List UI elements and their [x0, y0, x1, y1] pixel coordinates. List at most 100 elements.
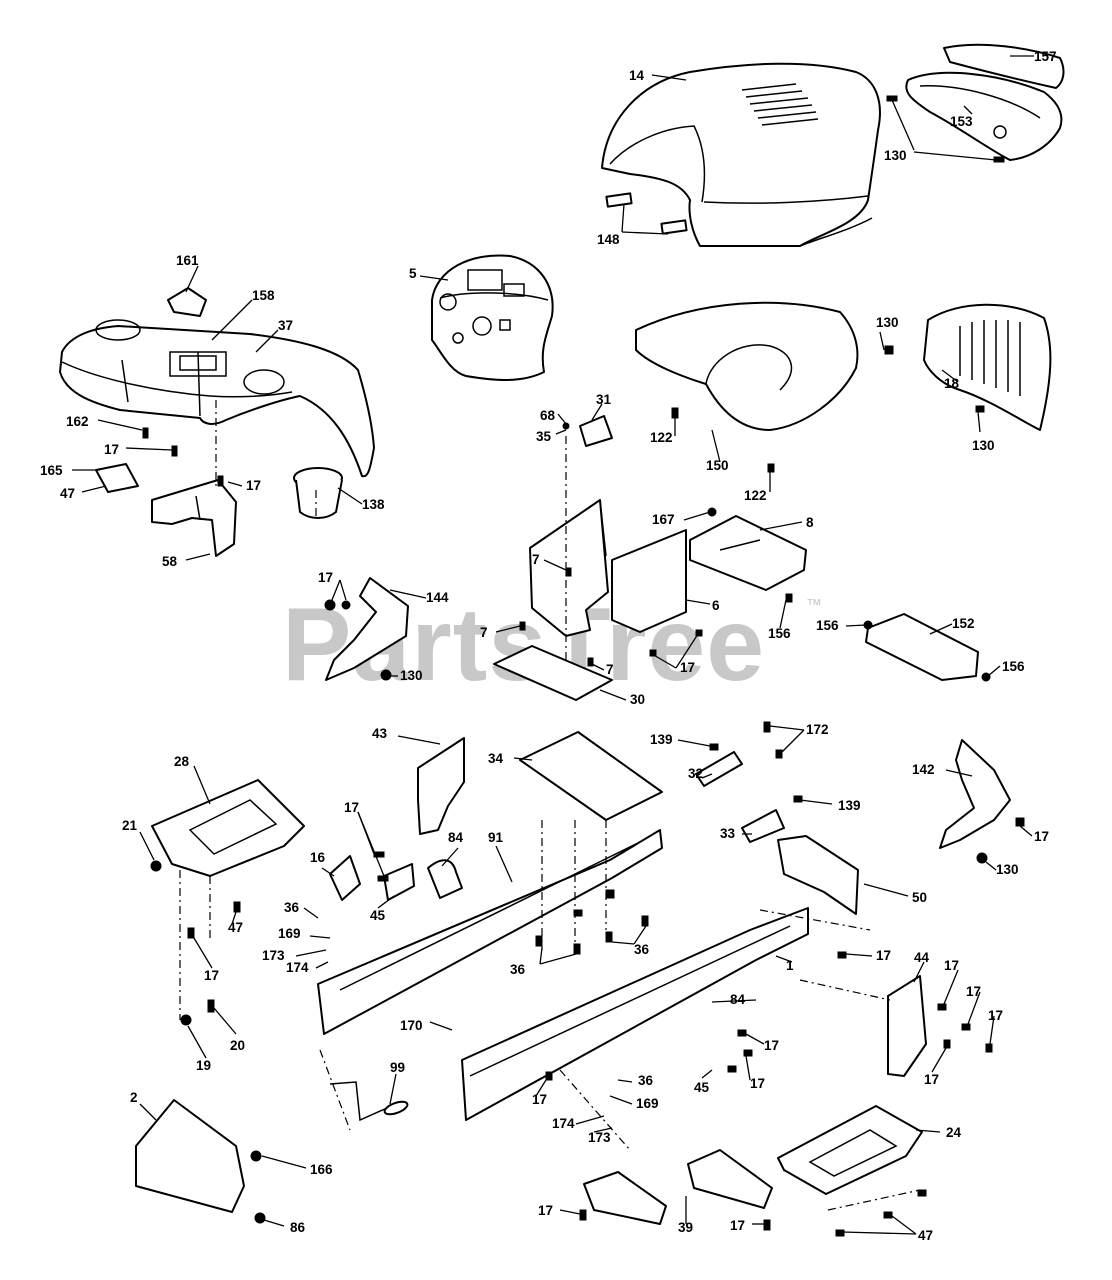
callout-label: 45	[694, 1080, 710, 1095]
callout-label: 153	[950, 114, 973, 129]
callout-label: 47	[228, 920, 243, 935]
part-bracket-33	[741, 809, 785, 843]
part-bracket-44	[887, 975, 927, 1077]
callout-label: 28	[174, 754, 190, 769]
callout-label: 36	[284, 900, 300, 915]
callout-label: 165	[40, 463, 63, 478]
part-bracket-142	[939, 739, 1011, 849]
callout-label: 17	[944, 958, 959, 973]
callout-label: 173	[588, 1130, 611, 1145]
callout-label: 68	[540, 408, 556, 423]
part-bracket-32	[695, 751, 743, 787]
callout-label: 156	[816, 618, 839, 633]
part-bracket-165	[95, 463, 139, 493]
callout-label: 30	[630, 692, 645, 707]
callout-label: 84	[448, 830, 464, 845]
callout-label: 17	[988, 1008, 1003, 1023]
assembly-lines	[179, 400, 921, 1211]
callout-label: 174	[552, 1116, 575, 1131]
callout-label: 17	[318, 570, 333, 585]
callout-label: 32	[688, 766, 703, 781]
callout-label: 156	[768, 626, 791, 641]
part-hood	[601, 62, 881, 247]
callout-label: 34	[488, 751, 504, 766]
callout-label: 99	[390, 1060, 405, 1075]
callout-label: 18	[944, 376, 960, 391]
callout-label: 169	[636, 1096, 659, 1111]
hardware-fasteners	[142, 95, 1025, 1237]
callout-label: 174	[286, 960, 309, 975]
callout-label: 36	[634, 942, 650, 957]
callout-label: 162	[66, 414, 89, 429]
callout-label: 122	[744, 488, 767, 503]
part-bracket-43	[417, 737, 465, 835]
callout-label: 152	[952, 616, 975, 631]
callout-label: 16	[310, 850, 326, 865]
callout-label: 142	[912, 762, 935, 777]
part-plate-34	[519, 731, 663, 821]
part-plate-2	[135, 1099, 245, 1213]
callout-label: 17	[750, 1076, 765, 1091]
callout-label: 6	[712, 598, 720, 613]
callout-label: 20	[230, 1038, 245, 1053]
callout-label: 2	[130, 1090, 138, 1105]
callout-label: 139	[650, 732, 673, 747]
callout-label: 31	[596, 392, 612, 407]
callout-label: 36	[638, 1073, 654, 1088]
callout-label: 173	[262, 948, 285, 963]
part-knob-161	[167, 287, 207, 317]
callout-label: 17	[764, 1038, 779, 1053]
callout-label: 130	[876, 315, 899, 330]
callout-label: 33	[720, 826, 736, 841]
callout-label: 148	[597, 232, 620, 247]
callout-label: 39	[678, 1220, 693, 1235]
callout-label: 130	[996, 862, 1019, 877]
part-floor-plate-30	[493, 645, 613, 701]
part-bracket-50	[777, 835, 859, 915]
callout-label: 44	[914, 950, 930, 965]
callout-label: 37	[278, 318, 293, 333]
callout-label: 17	[876, 948, 891, 963]
callout-label: 43	[372, 726, 388, 741]
part-dashboard	[431, 254, 554, 381]
callout-label: 17	[344, 800, 359, 815]
callout-label: 144	[426, 590, 449, 605]
callout-label: 139	[838, 798, 861, 813]
callout-label: 1	[786, 958, 794, 973]
callout-labels: 14 157 153 130 148 161 5 158 37 130 18 1…	[40, 49, 1057, 1243]
part-bracket-58	[151, 479, 237, 557]
callout-label: 47	[60, 486, 75, 501]
callout-label: 17	[680, 660, 695, 675]
callout-label: 150	[706, 458, 729, 473]
callout-label: 17	[966, 984, 981, 999]
part-console-150	[635, 301, 859, 431]
callout-label: 122	[650, 430, 673, 445]
callout-label: 130	[884, 148, 907, 163]
part-bracket-84a	[427, 859, 463, 899]
callout-label: 161	[176, 253, 199, 268]
callout-label: 8	[806, 515, 814, 530]
callout-label: 45	[370, 908, 386, 923]
callout-label: 7	[532, 552, 540, 567]
callout-label: 17	[532, 1092, 547, 1107]
part-rear-grille	[923, 303, 1052, 431]
callout-label: 24	[946, 1125, 962, 1140]
watermark-trademark: ™	[806, 597, 822, 614]
callout-label: 21	[122, 818, 138, 833]
callout-label: 5	[409, 266, 417, 281]
callout-label: 17	[538, 1203, 553, 1218]
callout-label: 36	[510, 962, 526, 977]
callout-label: 84	[730, 992, 746, 1007]
callout-label: 166	[310, 1162, 333, 1177]
part-frame-right	[461, 907, 809, 1121]
callout-label: 157	[1034, 49, 1057, 64]
callout-label: 170	[400, 1018, 423, 1033]
callout-label: 7	[606, 662, 614, 677]
part-plate-8	[689, 515, 807, 591]
callout-label: 130	[400, 668, 423, 683]
part-lever-99	[329, 1081, 409, 1122]
part-fender	[59, 319, 375, 478]
callout-label: 58	[162, 554, 178, 569]
leader-lines	[72, 55, 1034, 1235]
